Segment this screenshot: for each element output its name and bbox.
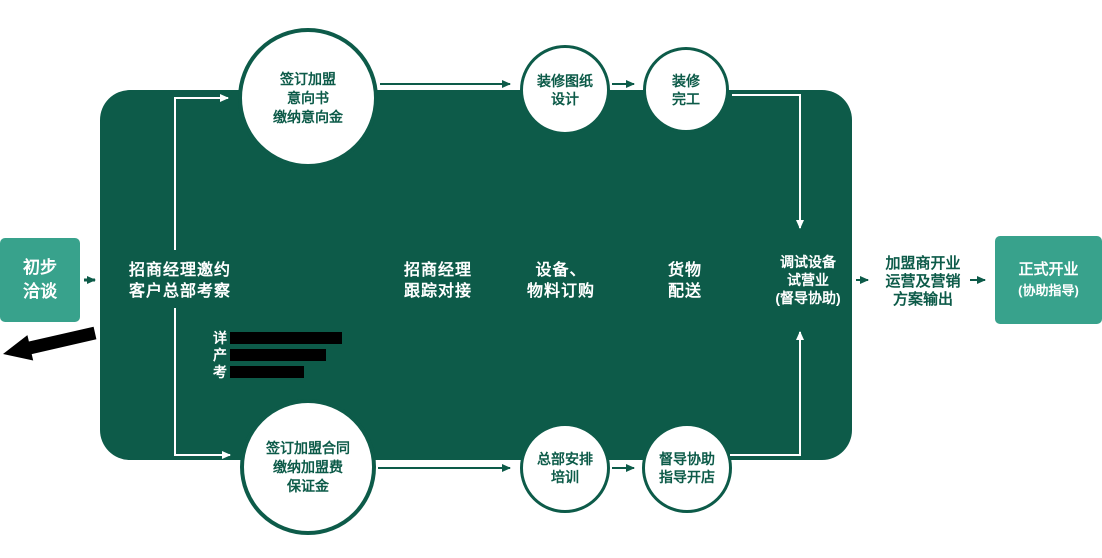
step-manager-follow-up: 招商经理 跟踪对接 bbox=[378, 260, 498, 302]
step-line: 招商经理邀约 bbox=[128, 262, 231, 279]
note-char: 考 bbox=[213, 363, 227, 380]
circle-line: 培训 bbox=[551, 469, 579, 485]
output-line: 方案输出 bbox=[892, 291, 953, 308]
step-line: 招商经理 bbox=[403, 262, 472, 279]
circle-line: 装修图纸 bbox=[537, 73, 593, 89]
circle-line: 装修 bbox=[672, 73, 700, 89]
end-node-line: (协助指导) bbox=[1018, 283, 1079, 298]
step-line: 跟踪对接 bbox=[403, 283, 472, 300]
circle-line: 总部安排 bbox=[537, 451, 593, 467]
output-line: 运营及营销 bbox=[885, 273, 961, 290]
step-line: 配送 bbox=[667, 283, 702, 300]
circle-headquarters-training: 总部安排 培训 bbox=[520, 423, 610, 513]
circle-sign-intent-letter: 签订加盟 意向书 缴纳意向金 bbox=[238, 28, 378, 168]
step-line: 物料订购 bbox=[526, 283, 595, 300]
redaction-bar bbox=[230, 348, 326, 361]
step-goods-delivery: 货物 配送 bbox=[645, 260, 725, 302]
circle-line: 签订加盟合同 bbox=[266, 439, 350, 456]
note-line: 详 bbox=[213, 330, 342, 346]
note-line: 产 bbox=[213, 347, 342, 363]
step-line: 设备、 bbox=[535, 262, 587, 279]
step-line: 调试设备 bbox=[780, 254, 836, 270]
redaction-bar bbox=[230, 331, 342, 344]
step-line: (督导协助) bbox=[775, 290, 841, 306]
circle-line: 设计 bbox=[551, 91, 579, 107]
note-redacted-text: 详 产 考 bbox=[213, 330, 342, 381]
end-node: 正式开业 (协助指导) bbox=[995, 236, 1102, 324]
circle-sign-contract: 签订加盟合同 缴纳加盟费 保证金 bbox=[240, 399, 376, 535]
circle-line: 完工 bbox=[672, 91, 700, 107]
output-operations-plan: 加盟商开业 运营及营销 方案输出 bbox=[874, 255, 972, 309]
note-line: 考 bbox=[213, 363, 342, 380]
step-equipment-order: 设备、 物料订购 bbox=[501, 260, 621, 302]
circle-line: 保证金 bbox=[287, 477, 329, 494]
circle-decoration-complete: 装修 完工 bbox=[643, 47, 729, 133]
step-line: 货物 bbox=[667, 262, 702, 279]
start-node: 初步 洽谈 bbox=[0, 238, 80, 322]
circle-line: 缴纳加盟费 bbox=[273, 458, 343, 475]
start-node-line: 初步 bbox=[23, 258, 57, 277]
circle-line: 缴纳意向金 bbox=[273, 108, 343, 125]
output-line: 加盟商开业 bbox=[885, 255, 961, 272]
circle-supervisor-guide-opening: 督导协助 指导开店 bbox=[642, 423, 732, 513]
step-headquarters-inspection: 招商经理邀约 客户总部考察 bbox=[110, 260, 250, 302]
end-node-line: 正式开业 bbox=[1018, 261, 1079, 278]
start-node-line: 洽谈 bbox=[23, 282, 57, 301]
step-line: 客户总部考察 bbox=[128, 283, 231, 300]
black-annotation-arrow bbox=[3, 326, 97, 361]
circle-decoration-design: 装修图纸 设计 bbox=[520, 45, 610, 135]
circle-line: 指导开店 bbox=[659, 469, 715, 485]
redaction-bar bbox=[230, 365, 304, 378]
circle-line: 意向书 bbox=[287, 89, 329, 106]
circle-line: 督导协助 bbox=[659, 451, 715, 467]
step-trial-operation: 调试设备 试营业 (督导协助) bbox=[764, 253, 852, 307]
circle-line: 签订加盟 bbox=[280, 70, 336, 87]
step-line: 试营业 bbox=[787, 272, 829, 288]
